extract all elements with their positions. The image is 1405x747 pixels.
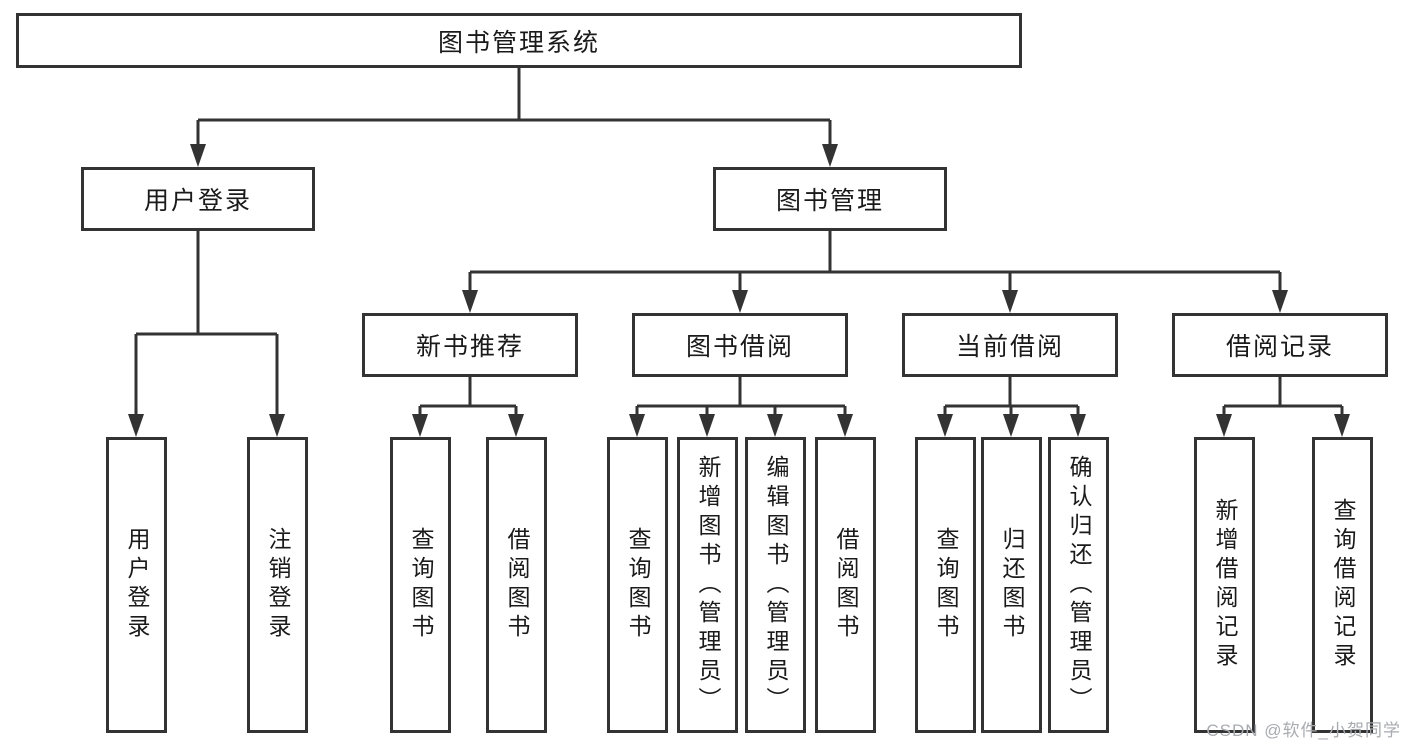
node-root-label: 图书管理系统 (437, 28, 600, 57)
leaf-query-borrow-record: 查询借阅记录 (1312, 437, 1373, 733)
connector-book-management-to-sections (462, 231, 1288, 313)
node-book-management: 图书管理 (713, 167, 947, 231)
node-book-management-label: 图书管理 (775, 187, 884, 215)
leaf-confirm-return-admin-label: 确认归还（管理员） (1066, 454, 1092, 716)
leaf-query-books-recommend: 查询图书 (390, 437, 451, 733)
node-current-borrowing-label: 当前借阅 (955, 333, 1064, 361)
leaf-user-login-label: 用户登录 (124, 527, 150, 643)
connector-user-login-to-leaves (128, 231, 285, 437)
node-user-login-label: 用户登录 (143, 187, 252, 215)
leaf-edit-book-admin: 编辑图书（管理员） (745, 437, 806, 733)
leaf-logout-label: 注销登录 (265, 527, 291, 643)
leaf-borrow-books-recommend-label: 借阅图书 (504, 527, 530, 643)
leaf-query-books-borrowing-label: 查询图书 (625, 527, 651, 643)
connector-borrowing-records-to-leaves (1216, 377, 1350, 437)
leaf-return-books-label: 归还图书 (999, 527, 1025, 643)
node-book-borrowing: 图书借阅 (632, 313, 848, 377)
leaf-add-borrow-record: 新增借阅记录 (1194, 437, 1255, 733)
leaf-return-books: 归还图书 (981, 437, 1042, 733)
leaf-query-books-current-label: 查询图书 (933, 527, 959, 643)
node-borrowing-records-label: 借阅记录 (1225, 333, 1334, 361)
leaf-user-login: 用户登录 (106, 437, 167, 733)
connector-root-to-level2 (190, 68, 838, 167)
connector-new-book-to-leaves (412, 377, 524, 437)
node-new-book-recommendation-label: 新书推荐 (415, 333, 524, 361)
node-user-login: 用户登录 (81, 167, 315, 231)
leaf-borrow-books-borrowing: 借阅图书 (815, 437, 876, 733)
leaf-logout: 注销登录 (247, 437, 308, 733)
node-current-borrowing: 当前借阅 (902, 313, 1118, 377)
leaf-add-book-admin-label: 新增图书（管理员） (695, 454, 721, 716)
connector-current-borrowing-to-leaves (937, 377, 1086, 437)
leaf-confirm-return-admin: 确认归还（管理员） (1048, 437, 1109, 733)
node-book-borrowing-label: 图书借阅 (685, 333, 794, 361)
leaf-query-borrow-record-label: 查询借阅记录 (1330, 498, 1356, 672)
connector-book-borrowing-to-leaves (629, 377, 853, 437)
leaf-edit-book-admin-label: 编辑图书（管理员） (763, 454, 789, 716)
node-new-book-recommendation: 新书推荐 (362, 313, 578, 377)
leaf-query-books-recommend-label: 查询图书 (408, 527, 434, 643)
leaf-query-books-current: 查询图书 (915, 437, 976, 733)
leaf-borrow-books-recommend: 借阅图书 (486, 437, 547, 733)
csdn-watermark: CSDN @软件_小贺同学 (1206, 721, 1401, 740)
leaf-query-books-borrowing: 查询图书 (607, 437, 668, 733)
node-borrowing-records: 借阅记录 (1172, 313, 1388, 377)
leaf-borrow-books-borrowing-label: 借阅图书 (833, 527, 859, 643)
node-root: 图书管理系统 (16, 13, 1022, 68)
leaf-add-book-admin: 新增图书（管理员） (677, 437, 738, 733)
leaf-add-borrow-record-label: 新增借阅记录 (1212, 498, 1238, 672)
